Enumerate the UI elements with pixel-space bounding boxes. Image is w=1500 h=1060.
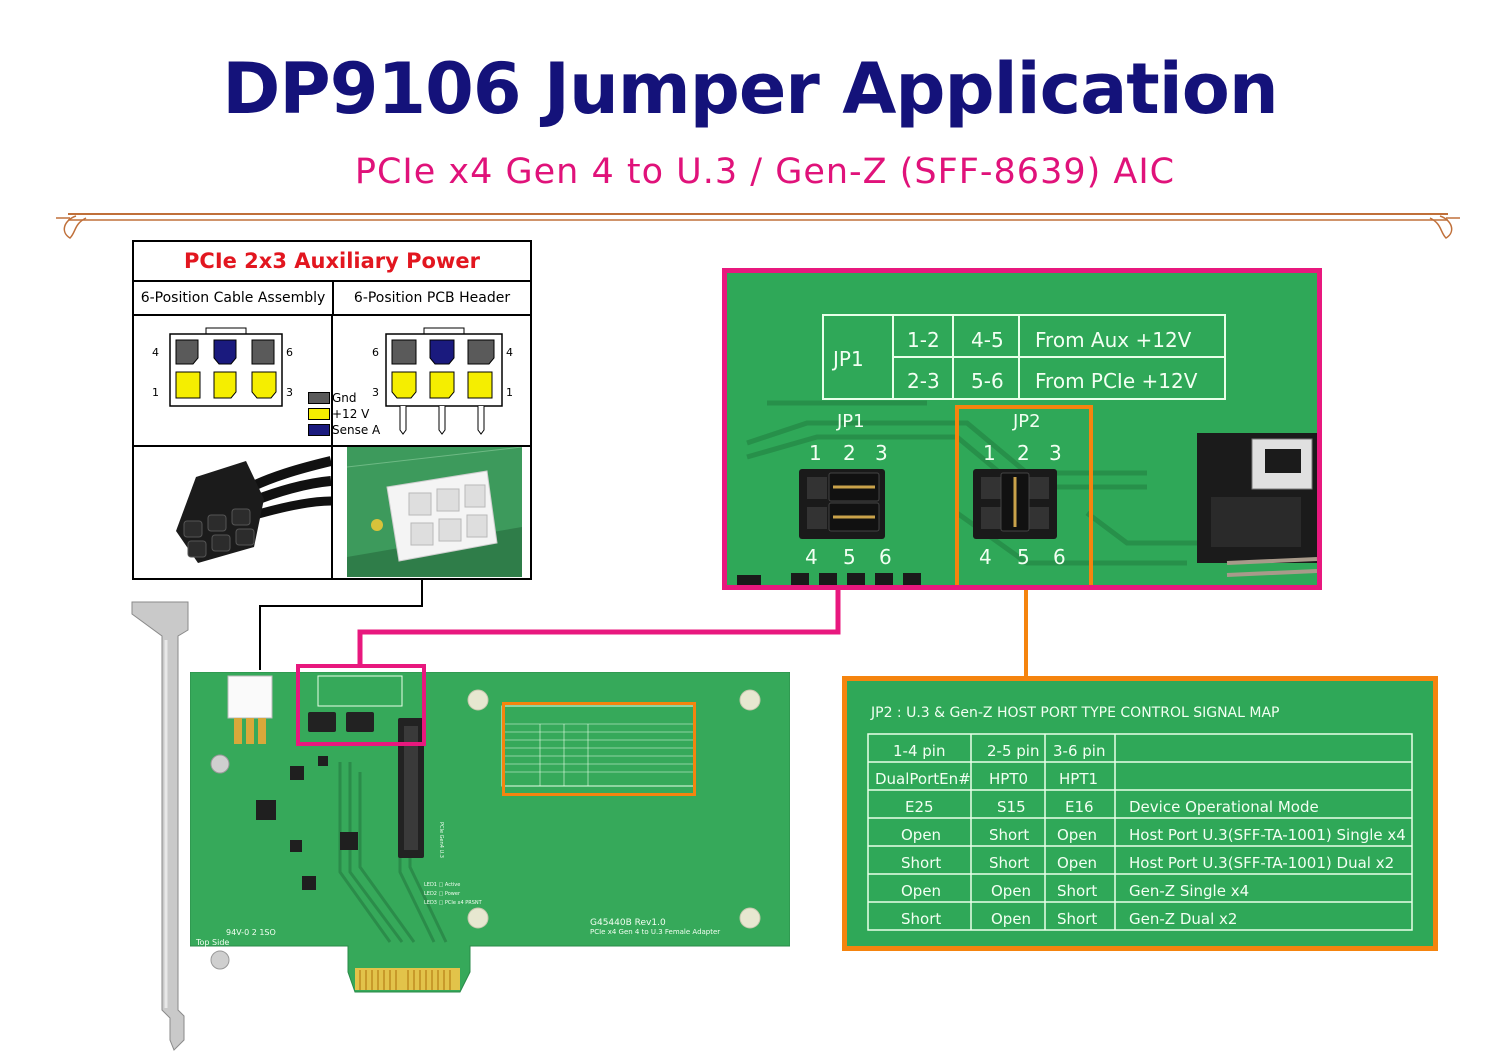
jumper-photo-traces bbox=[737, 314, 1317, 585]
pin-label: 3 bbox=[372, 386, 379, 399]
map-cell: S15 bbox=[997, 798, 1026, 816]
page-subtitle: PCIe x4 Gen 4 to U.3 / Gen-Z (SFF-8639) … bbox=[354, 152, 1176, 192]
map-cell: E16 bbox=[1065, 798, 1094, 816]
jp1-row2-b: 5-6 bbox=[971, 369, 1004, 393]
signal-map-title: JP2 : U.3 & Gen-Z HOST PORT TYPE CONTROL… bbox=[871, 705, 1280, 721]
pcb-rev-label: G45440B Rev1.0 bbox=[590, 918, 666, 928]
jp2-highlight-box bbox=[955, 405, 1093, 585]
map-cell: Short bbox=[1057, 882, 1098, 900]
jp2-pin: 6 bbox=[1053, 545, 1066, 569]
map-cell: Open bbox=[901, 826, 942, 844]
map-cell: Short bbox=[989, 826, 1030, 844]
pcb-desc-label: PCIe x4 Gen 4 to U.3 Female Adapter bbox=[590, 928, 721, 936]
legend-swatch-gnd bbox=[308, 392, 330, 404]
pcb-mark-label: 94V-0 2 1SO bbox=[226, 928, 276, 937]
jumper-closeup-photo: JP1 1-2 4-5 From Aux +12V 2-3 5-6 From P… bbox=[722, 268, 1322, 590]
pin-label: 6 bbox=[372, 346, 379, 359]
jp2-pin: 3 bbox=[1049, 441, 1062, 465]
jumper-highlight-box bbox=[296, 664, 426, 746]
pin-label: 1 bbox=[152, 386, 159, 399]
pcb-board: G45440B Rev1.0 PCIe x4 Gen 4 to U.3 Fema… bbox=[190, 672, 790, 993]
aux-power-title: PCIe 2x3 Auxiliary Power bbox=[134, 242, 530, 282]
map-cell: Short bbox=[901, 910, 942, 928]
pcb-header-photo bbox=[347, 447, 522, 577]
legend-sense: Sense A bbox=[332, 423, 381, 437]
map-cell: Short bbox=[989, 854, 1030, 872]
cable-photo bbox=[136, 447, 331, 577]
jp1-pin: 4 bbox=[805, 545, 818, 569]
pcb-graphic bbox=[190, 672, 790, 993]
pin-label: 4 bbox=[506, 346, 513, 359]
signal-map-grid bbox=[867, 733, 1413, 931]
jp1-row1-a: 1-2 bbox=[907, 328, 940, 352]
map-cell: Open bbox=[1057, 854, 1098, 872]
cable-connector-diagram bbox=[169, 327, 283, 407]
map-cell: 1-4 pin bbox=[893, 742, 946, 760]
jp2-pin: 4 bbox=[979, 545, 992, 569]
pin-label: 6 bbox=[286, 346, 293, 359]
jp1-table-label: JP1 bbox=[833, 347, 864, 371]
decorative-divider bbox=[56, 213, 1460, 239]
map-cell: DualPortEn# bbox=[875, 770, 971, 788]
map-cell: Short bbox=[901, 854, 942, 872]
cable-assembly-header: 6-Position Cable Assembly bbox=[134, 282, 334, 316]
jp2-pin: 5 bbox=[1017, 545, 1030, 569]
map-cell: Device Operational Mode bbox=[1129, 798, 1319, 816]
jp1-row2-desc: From PCIe +12V bbox=[1035, 369, 1198, 393]
pci-bracket bbox=[131, 601, 189, 1051]
legend-swatch-12v bbox=[308, 408, 330, 420]
jp1-row1-b: 4-5 bbox=[971, 328, 1004, 352]
aux-power-panel: PCIe 2x3 Auxiliary Power 6-Position Cabl… bbox=[132, 240, 532, 580]
page-title: DP9106 Jumper Application bbox=[222, 48, 1278, 130]
jp1-pin: 2 bbox=[843, 441, 856, 465]
jp1-row2-a: 2-3 bbox=[907, 369, 940, 393]
led3-label: LED3 □ PCIe x4 PRSNT bbox=[424, 900, 482, 906]
map-cell: Host Port U.3(SFF-TA-1001) Dual x2 bbox=[1129, 854, 1395, 872]
map-cell: Open bbox=[991, 910, 1032, 928]
map-cell: 2-5 pin bbox=[987, 742, 1040, 760]
jp2-pin: 1 bbox=[983, 441, 996, 465]
pin-label: 1 bbox=[506, 386, 513, 399]
jp1-pin: 1 bbox=[809, 441, 822, 465]
map-cell: Gen-Z Single x4 bbox=[1129, 882, 1250, 900]
map-cell: E25 bbox=[905, 798, 934, 816]
legend-gnd: Gnd bbox=[332, 391, 357, 405]
map-cell: Open bbox=[901, 882, 942, 900]
pcb-header-header: 6-Position PCB Header bbox=[334, 282, 530, 316]
jp1-pin: 6 bbox=[879, 545, 892, 569]
map-cell: Open bbox=[991, 882, 1032, 900]
led2-label: LED2 □ Power bbox=[424, 891, 460, 897]
pin-label: 3 bbox=[286, 386, 293, 399]
jp1-pin: 3 bbox=[875, 441, 888, 465]
jp1-name: JP1 bbox=[837, 411, 865, 432]
jp1-pin: 5 bbox=[843, 545, 856, 569]
pin-label: 4 bbox=[152, 346, 159, 359]
map-cell: HPT0 bbox=[989, 770, 1029, 788]
map-cell: Short bbox=[1057, 910, 1098, 928]
row-divider bbox=[134, 445, 530, 447]
pcb-header-diagram bbox=[385, 327, 503, 435]
jp2-pin: 2 bbox=[1017, 441, 1030, 465]
map-cell: Gen-Z Dual x2 bbox=[1129, 910, 1238, 928]
map-cell: Host Port U.3(SFF-TA-1001) Single x4 bbox=[1129, 826, 1406, 844]
connector-label: PCIe Gen4 U.3 bbox=[438, 822, 444, 858]
led1-label: LED1 □ Active bbox=[424, 882, 461, 888]
map-cell: HPT1 bbox=[1059, 770, 1099, 788]
jp2-name: JP2 bbox=[1013, 411, 1041, 432]
map-cell: Open bbox=[1057, 826, 1098, 844]
jp1-row1-desc: From Aux +12V bbox=[1035, 328, 1192, 352]
signal-map-highlight-box bbox=[502, 702, 696, 796]
legend-swatch-sense bbox=[308, 424, 330, 436]
map-cell: 3-6 pin bbox=[1053, 742, 1106, 760]
pcb-top-side-label: Top Side bbox=[196, 938, 230, 947]
legend-12v: +12 V bbox=[332, 407, 370, 421]
signal-map-closeup: JP2 : U.3 & Gen-Z HOST PORT TYPE CONTROL… bbox=[842, 676, 1438, 951]
